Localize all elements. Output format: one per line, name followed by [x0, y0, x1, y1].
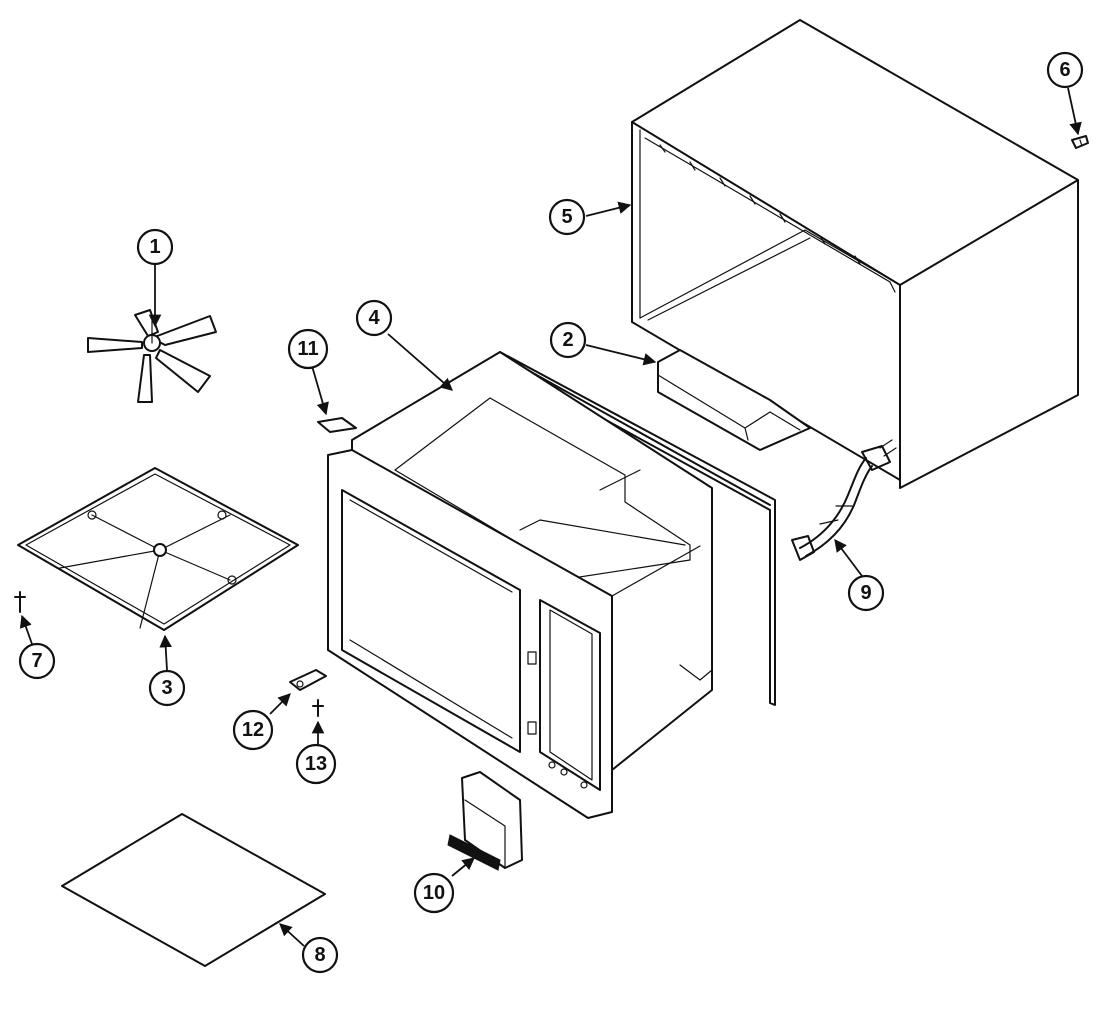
svg-text:4: 4: [368, 307, 380, 329]
callout-12: 12: [232, 709, 274, 751]
part-screw-13: [312, 699, 324, 717]
callout-6: 6: [1046, 51, 1084, 89]
callout-13: 13: [295, 743, 337, 785]
part-clip-11: [317, 417, 357, 433]
part-screw-6: [1071, 135, 1089, 149]
leader-lines: [19, 87, 1082, 947]
part-stirrer-rack: [17, 467, 299, 631]
callout-3: 3: [148, 669, 186, 707]
svg-text:1: 1: [149, 236, 160, 258]
svg-text:13: 13: [305, 753, 327, 775]
svg-text:10: 10: [423, 882, 445, 904]
callout-4: 4: [355, 299, 393, 337]
svg-text:9: 9: [860, 582, 871, 604]
callout-10: 10: [413, 872, 455, 914]
svg-text:12: 12: [242, 719, 264, 741]
svg-text:7: 7: [31, 650, 42, 672]
svg-text:2: 2: [562, 329, 573, 351]
svg-text:5: 5: [561, 206, 572, 228]
part-oven-cavity: [327, 351, 776, 819]
part-flat-sheet: [61, 813, 326, 967]
callout-5: 5: [548, 198, 586, 236]
callout-2: 2: [549, 321, 587, 359]
part-power-cord: [791, 439, 897, 561]
callout-9: 9: [847, 574, 885, 612]
part-outer-cabinet: [631, 19, 1079, 489]
part-waveguide-cover: [657, 349, 811, 451]
callout-8: 8: [301, 936, 339, 974]
part-clip-12: [289, 669, 327, 691]
svg-text:3: 3: [161, 677, 172, 699]
svg-text:6: 6: [1059, 59, 1070, 81]
callout-11: 11: [287, 328, 329, 370]
part-screw-7: [14, 591, 26, 613]
svg-text:8: 8: [314, 944, 325, 966]
part-fan-blade: [87, 309, 217, 403]
svg-text:11: 11: [297, 338, 318, 360]
callout-1: 1: [136, 228, 174, 266]
part-bracket-10: [447, 771, 523, 871]
callout-7: 7: [18, 642, 56, 680]
